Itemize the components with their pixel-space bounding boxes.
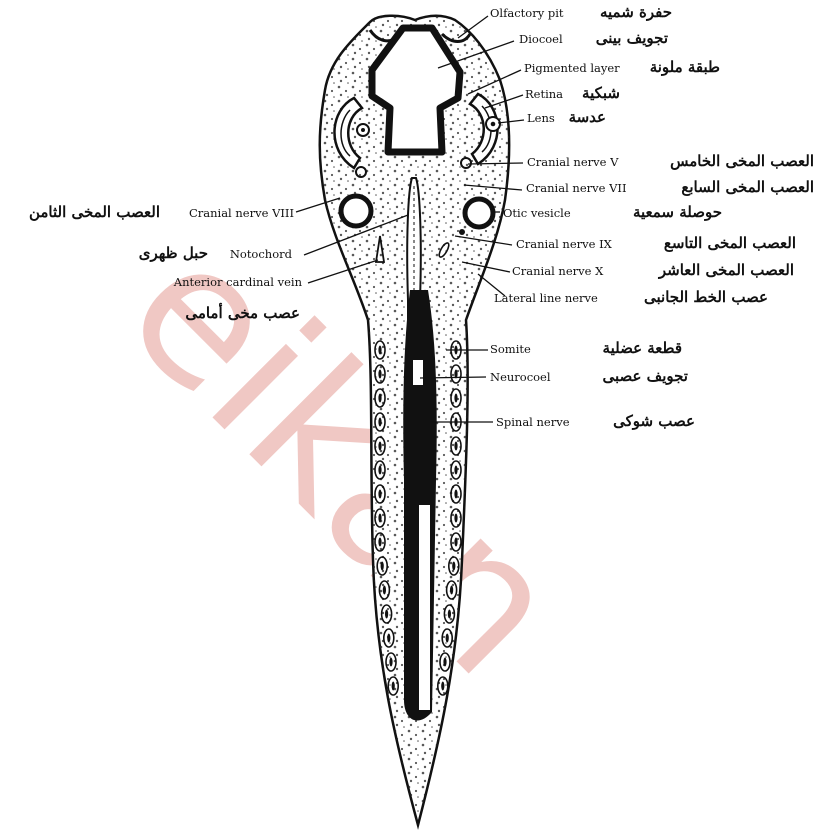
somite-core bbox=[392, 682, 395, 691]
somite-core bbox=[454, 466, 457, 475]
label-spinal-nerve-en: Spinal nerve bbox=[496, 415, 570, 429]
somite-core bbox=[385, 610, 388, 619]
somite-core bbox=[378, 538, 381, 547]
somite-core bbox=[448, 610, 451, 619]
label-otic-vesicle-en: Otic vesicle bbox=[503, 206, 571, 220]
label-retina-ar: شبكية bbox=[582, 84, 620, 102]
label-diocoel-en: Diocoel bbox=[519, 32, 563, 46]
label-anterior-cardinal-vein-ar: عصب مخى أمامى bbox=[185, 302, 300, 322]
somite-core bbox=[378, 514, 381, 523]
label-lens-ar: عدسة bbox=[569, 108, 606, 126]
somite-core bbox=[378, 418, 381, 427]
label-neurocoel-ar: تجويف عصبى bbox=[602, 367, 688, 385]
label-cranial-nerve-vii-en: Cranial nerve VII bbox=[526, 181, 627, 195]
label-cranial-nerve-vii-ar: العصب المخى السابع bbox=[681, 178, 814, 196]
somite-core bbox=[446, 634, 449, 643]
label-spinal-nerve-ar: عصب شوكى bbox=[613, 412, 695, 430]
somite-core bbox=[454, 442, 457, 451]
somite-core bbox=[378, 394, 381, 403]
somite-core bbox=[381, 562, 384, 571]
label-pigmented-layer-ar: طبقة ملونة bbox=[650, 58, 720, 76]
somite-core bbox=[378, 346, 381, 355]
label-somite-en: Somite bbox=[490, 342, 531, 356]
label-lateral-line-nerve-en: Lateral line nerve bbox=[494, 291, 598, 305]
label-cranial-nerve-viii-ar: العصب المخى الثامن bbox=[29, 203, 160, 221]
somite-core bbox=[441, 682, 444, 691]
label-notochord-ar: حبل ظهرى bbox=[139, 244, 208, 262]
label-pigmented-layer-en: Pigmented layer bbox=[524, 61, 620, 75]
label-notochord-en: Notochord bbox=[230, 247, 293, 261]
label-cranial-nerve-v-ar: العصب المخى الخامس bbox=[670, 152, 814, 170]
label-otic-vesicle-ar: حوصلة سمعية bbox=[633, 203, 722, 221]
somite-core bbox=[378, 370, 381, 379]
label-cranial-nerve-x-ar: العصب المخى العاشر bbox=[658, 261, 794, 279]
somite-core bbox=[450, 586, 453, 595]
somite-core bbox=[443, 658, 446, 667]
somite-core bbox=[378, 466, 381, 475]
somite-core bbox=[378, 490, 381, 499]
label-retina-en: Retina bbox=[525, 87, 563, 101]
somite-core bbox=[454, 490, 457, 499]
label-cranial-nerve-v-en: Cranial nerve V bbox=[527, 155, 619, 169]
label-cranial-nerve-x-en: Cranial nerve X bbox=[512, 264, 604, 278]
label-cranial-nerve-ix-en: Cranial nerve IX bbox=[516, 237, 613, 251]
label-cranial-nerve-ix-ar: العصب المخى التاسع bbox=[664, 234, 796, 252]
label-neurocoel-en: Neurocoel bbox=[490, 370, 551, 384]
somite-core bbox=[454, 394, 457, 403]
label-diocoel-ar: تجويف بينى bbox=[596, 29, 668, 47]
label-lateral-line-nerve-ar: عصب الخط الجانبى bbox=[644, 288, 768, 306]
somite-core bbox=[452, 562, 455, 571]
label-olfactory-pit-en: Olfactory pit bbox=[490, 6, 564, 20]
somite-core bbox=[454, 514, 457, 523]
somite-core bbox=[383, 586, 386, 595]
label-lens-en: Lens bbox=[527, 111, 555, 125]
label-olfactory-pit-ar: حفرة شميه bbox=[600, 3, 672, 21]
somite-core bbox=[378, 442, 381, 451]
somite-core bbox=[454, 538, 457, 547]
neural-tube bbox=[403, 290, 436, 721]
label-cranial-nerve-viii-en: Cranial nerve VIII bbox=[189, 206, 294, 220]
somite-core bbox=[387, 634, 390, 643]
somite-core bbox=[389, 658, 392, 667]
label-anterior-cardinal-vein-en: Anterior cardinal vein bbox=[173, 275, 303, 289]
label-somite-ar: قطعة عضلية bbox=[603, 339, 682, 357]
